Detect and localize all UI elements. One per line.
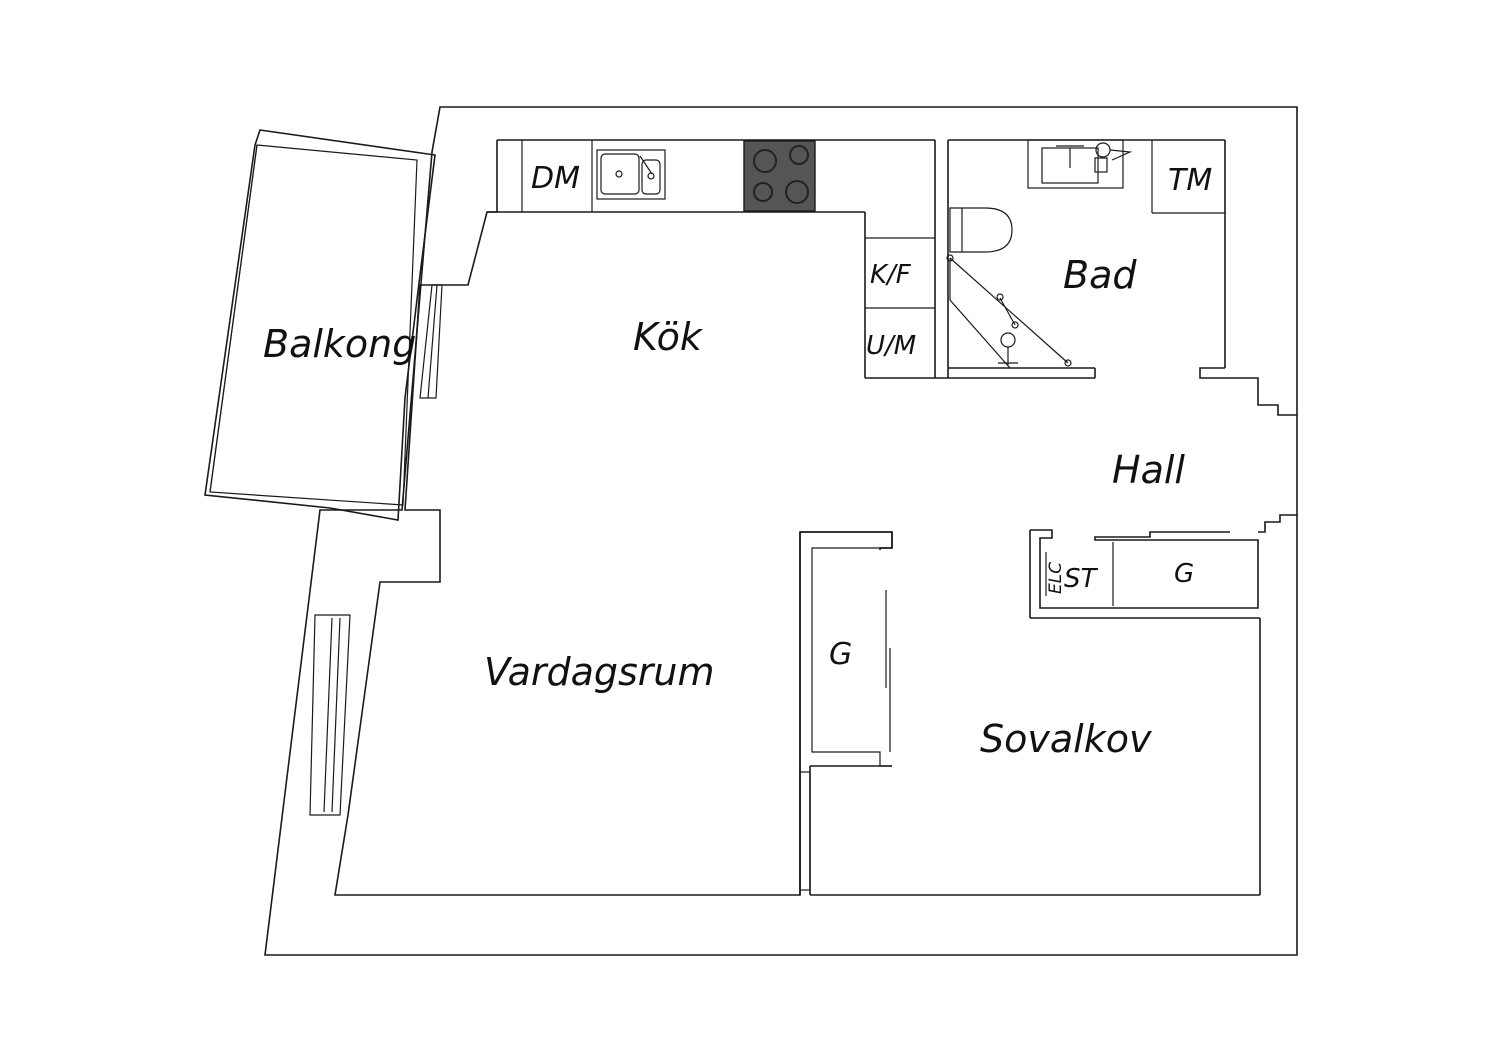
label-g-hall: G	[1174, 559, 1194, 589]
living-window	[309, 614, 351, 816]
label-kf: K/F	[870, 260, 912, 290]
label-dm: DM	[531, 161, 580, 196]
room-label-hall: Hall	[1112, 448, 1185, 492]
label-g-living: G	[829, 637, 852, 672]
label-st: ST	[1064, 564, 1099, 594]
bathroom-fixtures	[946, 139, 1225, 369]
wardrobe-living	[799, 531, 893, 895]
label-um: U/M	[866, 331, 916, 361]
hall-storage	[1029, 514, 1297, 619]
label-tm: TM	[1168, 163, 1212, 198]
room-label-kok: Kök	[633, 315, 704, 359]
room-label-balkong: Balkong	[263, 322, 416, 366]
room-label-bad: Bad	[1063, 253, 1137, 297]
kitchen-counter	[521, 140, 666, 212]
balcony	[204, 129, 436, 521]
balcony-door	[419, 284, 443, 399]
stove	[743, 140, 816, 212]
interior-wall-main	[334, 140, 893, 896]
outer-wall	[264, 106, 1298, 956]
room-label-vardagsrum: Vardagsrum	[484, 650, 715, 694]
room-label-sovalkov: Sovalkov	[980, 717, 1152, 761]
label-elc: ELC	[1046, 562, 1066, 594]
